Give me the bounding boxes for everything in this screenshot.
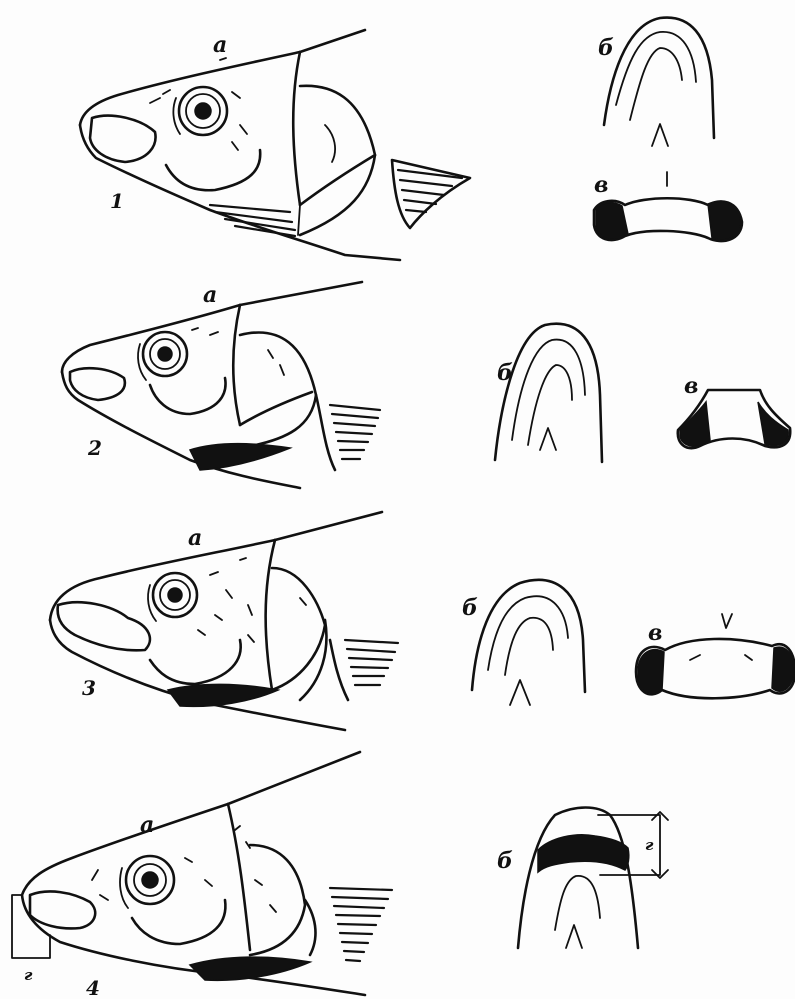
row-4: а г 4 б г (12, 752, 668, 999)
dorsal-label-3: б (462, 595, 478, 621)
fish-head-2: а 2 (62, 282, 380, 488)
dorsal-view-1: б (598, 18, 714, 146)
head-label-2: а (203, 282, 217, 308)
row-2: а 2 б в (62, 282, 790, 488)
cross-section-1: в (594, 172, 742, 241)
dorsal-label-2: б (497, 360, 513, 386)
cross-section-3: в (636, 614, 795, 698)
cross-label-1: в (594, 172, 608, 198)
row-number-4: 4 (86, 976, 100, 999)
cross-label-3: в (648, 620, 662, 646)
band-measure-label: г (645, 836, 654, 854)
head-label-4: а (140, 812, 154, 838)
row-number-2: 2 (87, 436, 102, 460)
dorsal-label-1: б (598, 35, 614, 61)
snout-measure-label: г (24, 966, 33, 984)
dorsal-label-4: б (497, 848, 513, 874)
dorsal-view-2: б (495, 324, 602, 462)
row-number-3: 3 (82, 676, 96, 700)
fish-head-1: а 1 (80, 30, 470, 260)
fish-head-4: а г 4 (12, 752, 392, 999)
head-label-1: а (213, 32, 227, 58)
row-number-1: 1 (110, 189, 124, 213)
cross-section-2: в (678, 373, 790, 448)
fish-head-3: а 3 (50, 512, 398, 730)
dorsal-view-3: б (462, 580, 585, 705)
cross-label-2: в (684, 373, 698, 399)
dorsal-view-4: б г (497, 808, 668, 949)
row-1: а 1 б в (80, 18, 742, 260)
row-3: а 3 б в (50, 512, 795, 730)
head-label-3: а (188, 525, 202, 551)
